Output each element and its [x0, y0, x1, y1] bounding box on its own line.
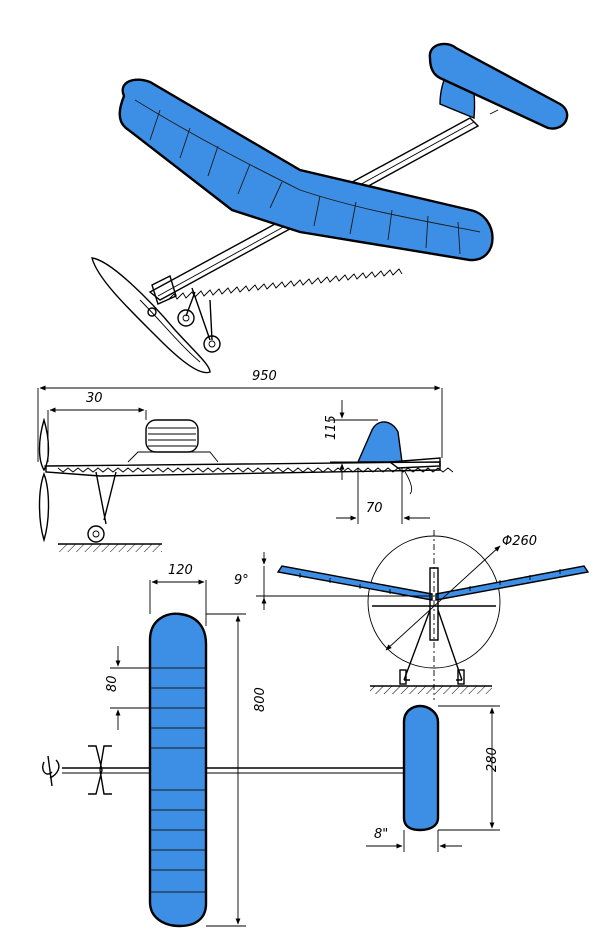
dihedral-label: 9° [234, 573, 249, 588]
fin-side [356, 421, 403, 463]
wing-left-front [276, 565, 433, 601]
wing-chord-label: 120 [168, 563, 193, 578]
fin-chord-label: 70 [366, 501, 383, 516]
propeller-top [42, 755, 60, 787]
stabilizer-top [402, 704, 440, 832]
landing-gear-top [88, 745, 112, 795]
propeller-side [38, 417, 50, 543]
landing-gear-front [403, 609, 463, 681]
perspective-view [91, 42, 569, 374]
stab-span-label: 280 [485, 747, 500, 772]
front-view: Φ260 9° [234, 530, 590, 700]
main-wing-top[interactable] [148, 612, 208, 928]
length-label: 950 [252, 369, 277, 384]
wing-mount-side [127, 451, 219, 463]
side-view: 950 30 115 70 [37, 369, 454, 552]
rib-spacing-label: 80 [105, 675, 120, 692]
main-wing-perspective[interactable] [118, 78, 494, 262]
rubber-motor [167, 268, 403, 301]
nose-length-label: 30 [86, 391, 103, 406]
landing-gear-side [95, 471, 117, 525]
top-view: 120 80 800 280 8" [42, 563, 500, 928]
landing-gear-perspective [185, 287, 213, 341]
fin-height-label: 115 [324, 415, 339, 440]
propeller-perspective [91, 257, 211, 374]
fuselage-side [45, 461, 441, 477]
stabilizer-perspective [428, 42, 569, 130]
fuselage-stick [148, 117, 480, 301]
wingspan-label: 800 [253, 687, 268, 712]
prop-diameter-label: Φ260 [502, 534, 537, 549]
stab-chord-label: 8" [374, 827, 388, 842]
